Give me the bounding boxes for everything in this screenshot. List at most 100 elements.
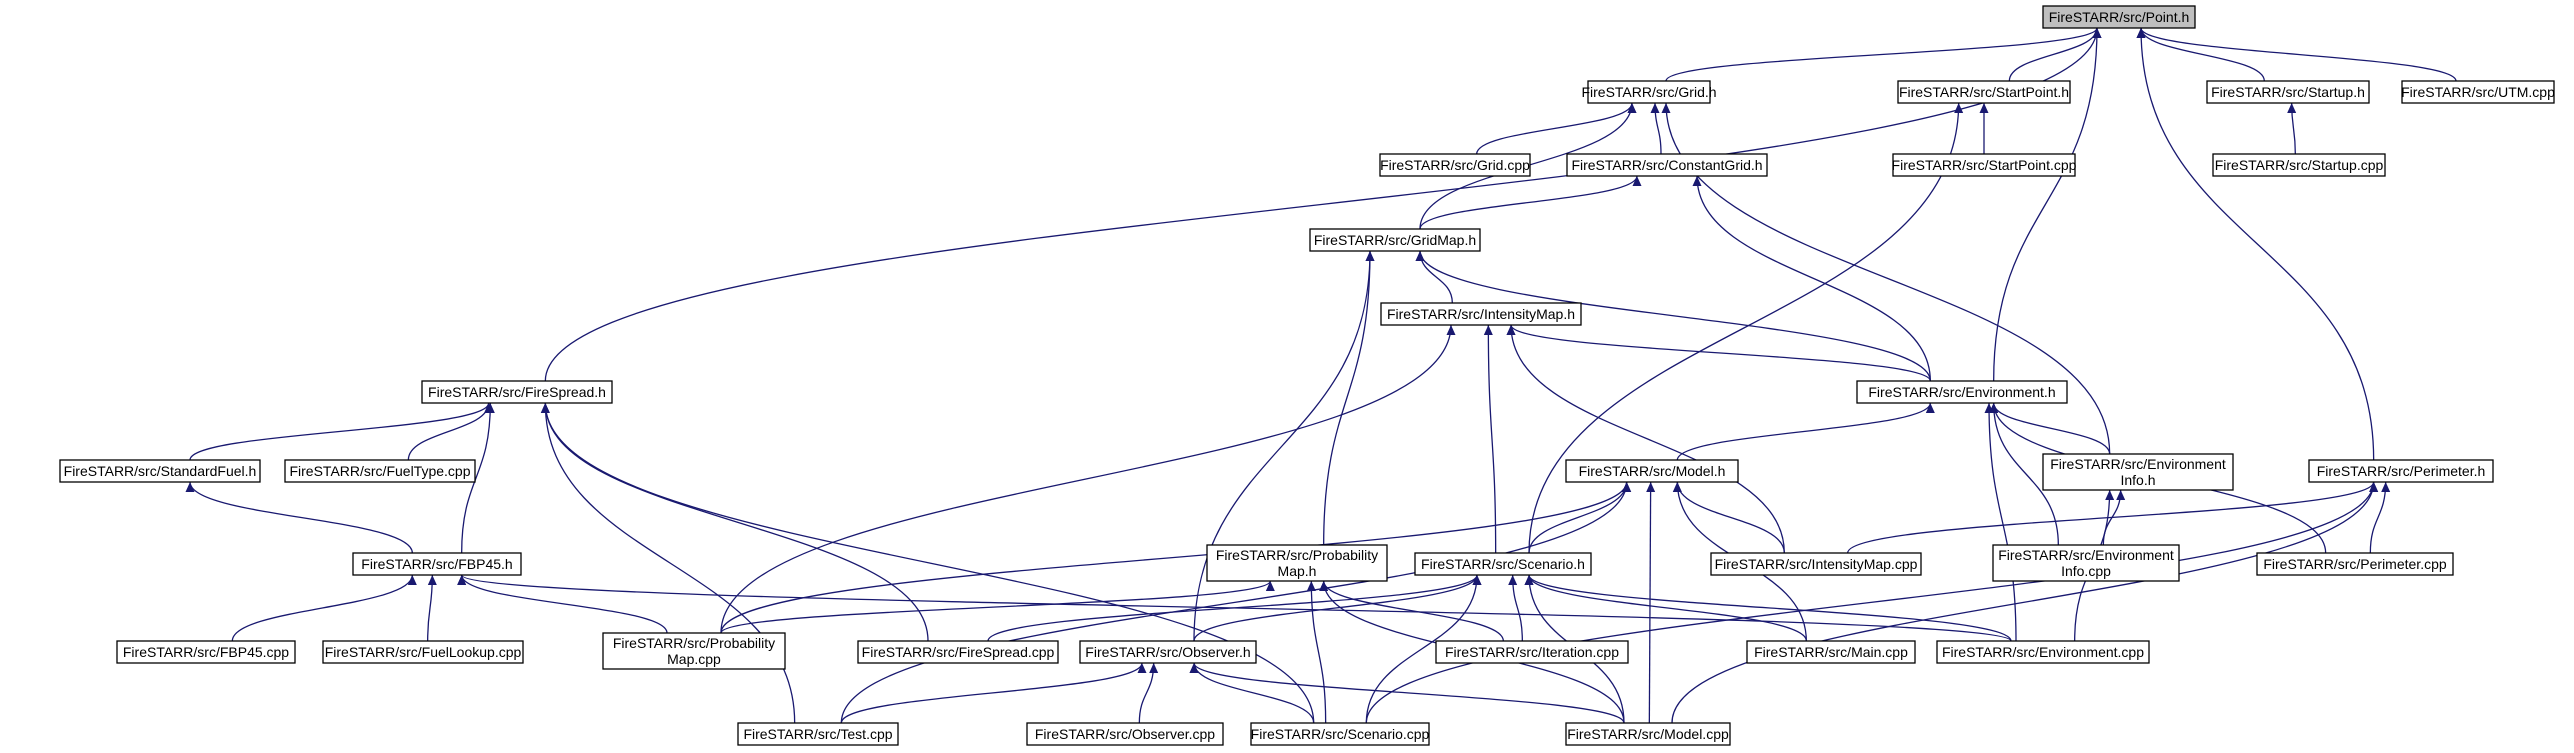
node-label: FireSTARR/src/Iteration.cpp [1445,644,1619,660]
edge-scenario_cpp-to-perimeter_h [1365,481,2379,724]
node-constantgrid-h[interactable]: FireSTARR/src/ConstantGrid.h [1566,153,1768,177]
edge-perimeter_h-to-point_h [2136,27,2375,461]
edge-model_cpp-to-observer_h [1189,662,1625,724]
edge-probabilitymap_h-to-gridmap_h [1323,250,1375,546]
node-label: FireSTARR/src/Probability [1216,547,1378,563]
node-label: FireSTARR/src/Model.h [1579,463,1726,479]
node-startpoint-cpp[interactable]: FireSTARR/src/StartPoint.cpp [1892,153,2077,177]
node-box [1587,80,1711,104]
edge-constantgrid_h-to-grid_h [1650,102,1662,155]
file-nodes: FireSTARR/src/Point.hFireSTARR/src/Grid.… [59,5,2555,746]
edge-model_cpp-to-model_h [1646,481,1656,724]
node-firespread-h[interactable]: FireSTARR/src/FireSpread.h [421,380,613,404]
node-box [116,640,296,664]
node-label: FireSTARR/src/Perimeter.h [2317,463,2486,479]
node-utm-cpp[interactable]: FireSTARR/src/UTM.cpp [2401,80,2555,104]
node-firespread-cpp[interactable]: FireSTARR/src/FireSpread.cpp [857,640,1059,664]
node-startup-h[interactable]: FireSTARR/src/Startup.h [2206,80,2370,104]
edge-probabilitymap_cpp-to-probabilitymap_h [720,580,1275,634]
node-grid-cpp[interactable]: FireSTARR/src/Grid.cpp [1379,153,1531,177]
node-label: FireSTARR/src/ConstantGrid.h [1571,157,1762,173]
node-fbp45-h[interactable]: FireSTARR/src/FBP45.h [352,552,522,576]
node-box [1710,552,1922,576]
node-scenario-h[interactable]: FireSTARR/src/Scenario.h [1414,552,1592,576]
edge-observer_h-to-gridmap_h [1193,250,1375,642]
node-label: FireSTARR/src/StandardFuel.h [64,463,257,479]
node-box [1892,153,2076,177]
edge-intensitymap_cpp-to-perimeter_h [1847,481,2379,554]
node-observer-h[interactable]: FireSTARR/src/Observer.h [1079,640,1257,664]
node-intensitymap-h[interactable]: FireSTARR/src/IntensityMap.h [1380,302,1582,326]
node-box [284,459,476,483]
edge-scenario_cpp-to-firespread_h [540,402,1315,724]
node-gridmap-h[interactable]: FireSTARR/src/GridMap.h [1309,228,1481,252]
node-standardfuel-h[interactable]: FireSTARR/src/StandardFuel.h [59,459,261,483]
edge-startup_h-to-point_h [2136,27,2265,82]
node-box [1992,544,2180,582]
edge-grid_h-to-point_h [1665,27,2102,82]
node-label: Info.cpp [2061,563,2111,579]
edge-iteration_cpp-to-scenario_h [1508,574,1523,642]
edge-scenario_h-to-model_h [1528,481,1632,554]
node-main-cpp[interactable]: FireSTARR/src/Main.cpp [1746,640,1916,664]
node-box [1565,722,1731,746]
node-label: FireSTARR/src/Main.cpp [1754,644,1908,660]
node-box [1380,302,1582,326]
node-label: FireSTARR/src/IntensityMap.cpp [1715,556,1918,572]
node-startup-cpp[interactable]: FireSTARR/src/Startup.cpp [2212,153,2386,177]
node-startpoint-h[interactable]: FireSTARR/src/StartPoint.h [1897,80,2071,104]
node-model-cpp[interactable]: FireSTARR/src/Model.cpp [1565,722,1731,746]
edge-test_cpp-to-observer_h [840,662,1147,724]
node-label: FireSTARR/src/StartPoint.cpp [1892,157,2077,173]
node-label: FireSTARR/src/Test.cpp [743,726,892,742]
edge-fbp45_h-to-standardfuel_h [185,481,413,554]
node-scenario-cpp[interactable]: FireSTARR/src/Scenario.cpp [1250,722,1430,746]
node-test-cpp[interactable]: FireSTARR/src/Test.cpp [737,722,899,746]
edge-firespread_h-to-point_h [544,27,2102,382]
edge-iteration_cpp-to-probabilitymap_h [1319,580,1504,642]
node-box [1565,459,1739,483]
node-label: FireSTARR/src/Grid.cpp [1380,157,1530,173]
node-intensitymap-cpp[interactable]: FireSTARR/src/IntensityMap.cpp [1710,552,1922,576]
node-model-h[interactable]: FireSTARR/src/Model.h [1565,459,1739,483]
node-label: Map.h [1278,563,1317,579]
node-label: FireSTARR/src/Observer.h [1085,644,1250,660]
node-perimeter-h[interactable]: FireSTARR/src/Perimeter.h [2308,459,2494,483]
edge-probabilitymap_cpp-to-model_h [720,481,1632,634]
node-environment-h[interactable]: FireSTARR/src/Environment.h [1856,380,2068,404]
node-box [1414,552,1592,576]
node-point-h[interactable]: FireSTARR/src/Point.h [2042,5,2196,29]
node-label: FireSTARR/src/FBP45.h [361,556,512,572]
node-fueltype-cpp[interactable]: FireSTARR/src/FuelType.cpp [284,459,476,483]
dependency-edges [185,27,2457,724]
edge-utm_cpp-to-point_h [2136,27,2457,82]
node-label: FireSTARR/src/FireSpread.h [428,384,606,400]
node-environment-cpp[interactable]: FireSTARR/src/Environment.cpp [1936,640,2150,664]
node-label: FireSTARR/src/FireSpread.cpp [862,644,1055,660]
node-iteration-cpp[interactable]: FireSTARR/src/Iteration.cpp [1435,640,1629,664]
edge-environmentinfo_cpp-to-environment_h [1989,402,2059,546]
node-fbp45-cpp[interactable]: FireSTARR/src/FBP45.cpp [116,640,296,664]
edge-intensitymap_h-to-gridmap_h [1415,250,1453,304]
node-grid-h[interactable]: FireSTARR/src/Grid.h [1581,80,1717,104]
node-observer-cpp[interactable]: FireSTARR/src/Observer.cpp [1026,722,1224,746]
edge-intensitymap_cpp-to-model_h [1672,481,1785,554]
edge-grid_cpp-to-grid_h [1476,102,1637,155]
node-label: FireSTARR/src/StartPoint.h [1899,84,2069,100]
node-fuellookup-cpp[interactable]: FireSTARR/src/FuelLookup.cpp [322,640,524,664]
edge-standardfuel_h-to-firespread_h [189,402,494,461]
node-label: FireSTARR/src/Environment.cpp [1942,644,2144,660]
node-box [2401,80,2555,104]
edge-firespread_cpp-to-scenario_h [987,574,1482,642]
node-box [1897,80,2071,104]
node-label: FireSTARR/src/Environment [2050,456,2226,472]
node-label: FireSTARR/src/IntensityMap.h [1387,306,1575,322]
node-perimeter-cpp[interactable]: FireSTARR/src/Perimeter.cpp [2256,552,2454,576]
edge-fueltype_cpp-to-firespread_h [407,402,494,461]
node-box [2206,80,2370,104]
node-label: FireSTARR/src/Startup.cpp [2215,157,2384,173]
